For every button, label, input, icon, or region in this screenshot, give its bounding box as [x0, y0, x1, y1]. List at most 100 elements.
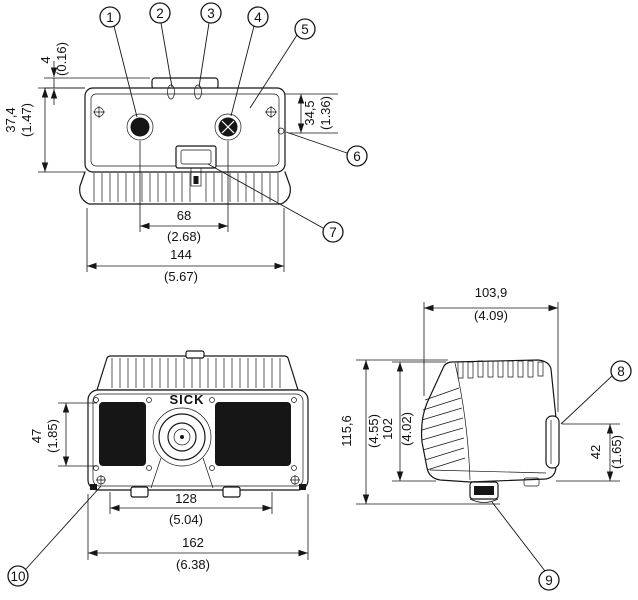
corner-mark-left	[90, 484, 97, 490]
heatsink-outline-front	[96, 355, 299, 391]
callouts: 1 2 3 4 5 6 7	[7, 2, 632, 591]
callout-7: 7	[207, 163, 344, 243]
lens-shroud-lines	[150, 457, 214, 489]
center-component-inner	[180, 149, 212, 165]
bottom-connector-insert	[474, 486, 494, 495]
corner-mark-right	[299, 484, 306, 490]
callout-10: 10	[7, 485, 102, 587]
callout-3: 3	[198, 2, 222, 88]
mounting-hole-left-ring	[126, 113, 154, 141]
callout-9-leader	[491, 501, 546, 572]
dim-34-5: 34,5 (1.36)	[285, 93, 338, 134]
dim-68-inch-label: (2.68)	[167, 229, 201, 244]
dim-68-mm-label: 68	[177, 208, 191, 223]
callout-6-number: 6	[353, 149, 361, 164]
camera-lens-center	[180, 435, 184, 439]
dim-103-9: 103,9 (4.09)	[423, 285, 559, 412]
dim-102: 102 (4.02)	[380, 361, 446, 482]
heatsink-fins-side	[421, 387, 466, 471]
screw-cross-top-left	[93, 106, 105, 118]
dim-103-9-mm-label: 103,9	[475, 285, 508, 300]
callout-10-number: 10	[10, 569, 25, 584]
dim-37-4-mm-label: 37,4	[3, 107, 18, 132]
dim-144-inch-label: (5.67)	[164, 269, 198, 284]
front-face-edge-window	[545, 415, 560, 469]
callout-1-leader	[113, 25, 138, 118]
callout-4: 4	[230, 6, 269, 117]
callout-2-leader	[160, 22, 173, 88]
heatsink-slots-side-top	[457, 360, 544, 379]
slot-left	[167, 84, 175, 100]
dim-144-mm-label: 144	[170, 247, 192, 262]
callout-7-number: 7	[329, 225, 337, 240]
callout-6-circle	[346, 145, 368, 167]
bottom-connector-curve	[469, 498, 499, 503]
callout-1: 1	[99, 6, 138, 118]
callout-4-leader	[230, 25, 255, 117]
dim-47: 47 (1.85)	[29, 402, 97, 467]
dim-68: 68 (2.68)	[139, 141, 229, 244]
dim-37-4: 37,4 (1.47)	[3, 87, 85, 173]
dim-42-mm-label: 42	[588, 445, 603, 459]
window-screw-8	[291, 465, 297, 471]
window-screw-5	[209, 397, 215, 403]
camera-lens-outer-ring	[152, 407, 212, 467]
callout-6: 6	[285, 131, 368, 167]
bottom-tab-right	[222, 486, 241, 498]
dim-42: 42 (1.65)	[556, 423, 624, 482]
dim-144: 144 (5.67)	[86, 208, 285, 284]
dim-115-6: 115,6 (4.55)	[339, 359, 500, 505]
center-slot	[190, 167, 202, 187]
front-view: SICK	[87, 350, 309, 498]
callout-8-number: 8	[617, 364, 625, 379]
callout-9: 9	[491, 501, 560, 591]
side-feature-hole	[277, 127, 285, 135]
dim-102-mm-label: 102	[380, 418, 395, 440]
dim-37-4-inch-label: (1.47)	[19, 103, 34, 137]
window-screw-7	[209, 465, 215, 471]
dim-4-mm-label: 4	[38, 56, 53, 63]
dim-162-extension-lines	[87, 494, 309, 560]
dim-47-mm-label: 47	[29, 429, 44, 443]
side-body	[420, 359, 557, 483]
window-screw-1	[93, 397, 99, 403]
mounting-hole-left	[130, 117, 150, 137]
dim-128-mm-label: 128	[175, 491, 197, 506]
callout-10-circle	[7, 565, 29, 587]
center-slot-mark	[193, 176, 199, 184]
window-screw-4	[146, 465, 152, 471]
dim-115-6-mm-label: 115,6	[339, 415, 354, 447]
window-screw-6	[291, 397, 297, 403]
callout-5-number: 5	[301, 22, 309, 37]
callout-4-circle	[247, 6, 269, 28]
callout-2-number: 2	[156, 6, 164, 21]
callout-1-circle	[99, 6, 121, 28]
heatsink-fins-front	[111, 358, 281, 388]
dim-102-inch-label: (4.02)	[399, 412, 414, 446]
dim-162: 162 (6.38)	[87, 494, 309, 572]
callout-5-circle	[294, 18, 316, 40]
dim-103-9-extension-lines	[423, 302, 559, 412]
side-edge-line	[454, 362, 471, 481]
callout-6-leader	[285, 131, 348, 154]
dim-162-inch-label: (6.38)	[176, 557, 210, 572]
slot-right	[194, 84, 202, 100]
camera-lens-ring	[158, 413, 206, 461]
window-screw-2	[146, 397, 152, 403]
callout-5: 5	[249, 18, 316, 109]
dim-47-inch-label: (1.85)	[45, 419, 60, 453]
sick-logo: SICK	[169, 392, 204, 407]
dim-42-inch-label: (1.65)	[609, 435, 624, 469]
camera-lens-barrel	[167, 422, 197, 452]
callout-7-circle	[322, 221, 344, 243]
top-mounting-tab	[151, 77, 219, 90]
dim-34-5-extension-lines	[285, 93, 338, 134]
callout-2-circle	[149, 2, 171, 24]
callout-8: 8	[560, 360, 632, 425]
side-bottom-detail-line	[429, 469, 547, 474]
camera-lens-glass	[173, 428, 191, 446]
mounting-hole-right-pattern	[221, 120, 235, 134]
bottom-screw-right-cross	[290, 475, 300, 485]
